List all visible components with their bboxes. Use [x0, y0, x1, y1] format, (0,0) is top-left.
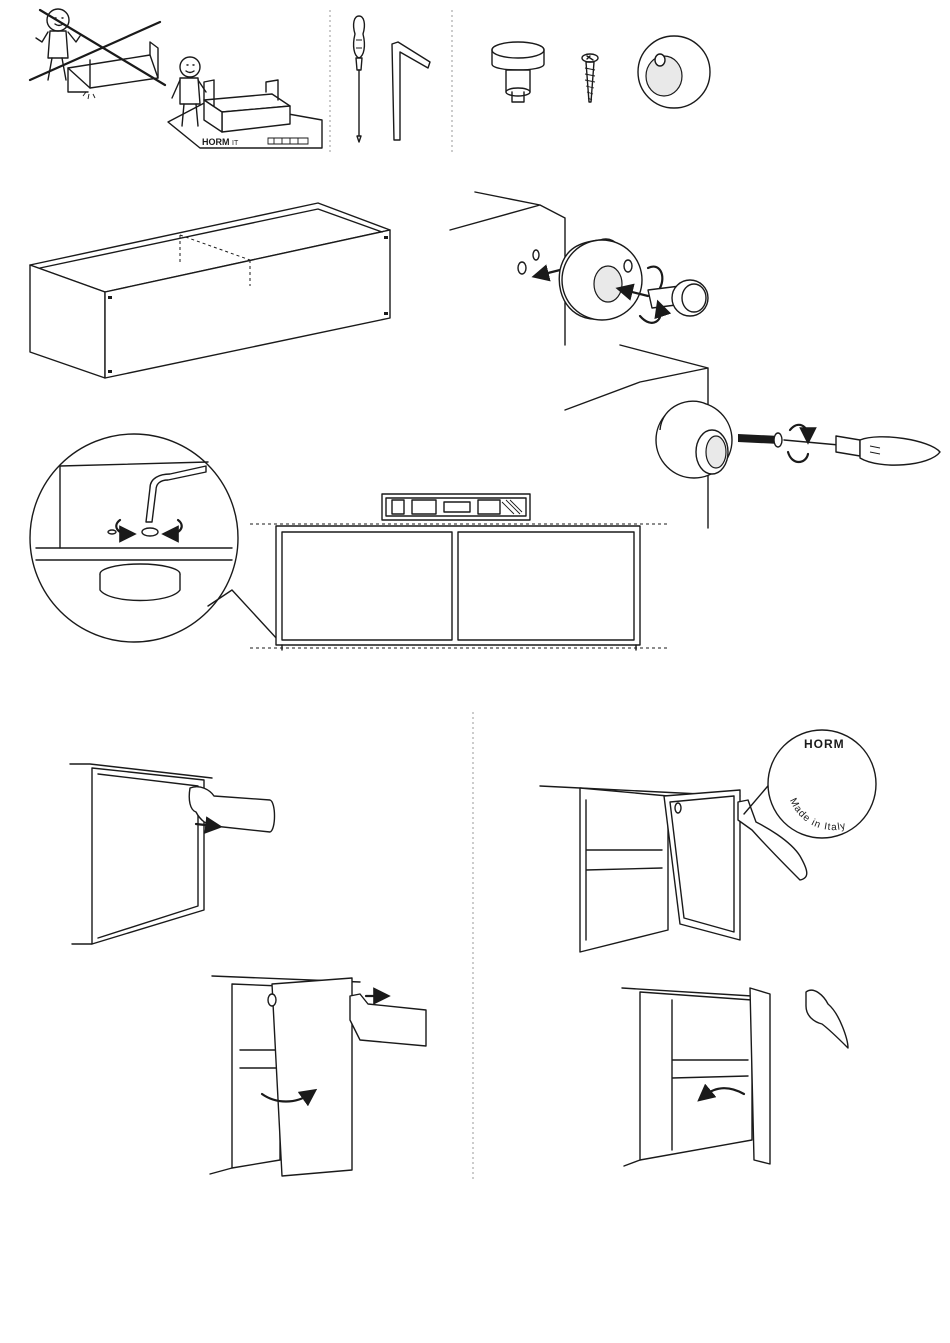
handling-wrong-icon [30, 9, 165, 99]
door-hole [518, 262, 526, 274]
leveled-cabinet-front [250, 494, 670, 650]
screw-icon [582, 54, 598, 102]
screw-fixing-detail [565, 345, 940, 528]
door-release-with-label: HORM Made in Italy [540, 730, 876, 952]
push-to-open-door [70, 764, 275, 944]
spirit-level-icon [382, 494, 530, 520]
handling-correct-icon: HORM IT [168, 57, 322, 148]
door-opening [210, 976, 426, 1176]
rotate-icon [648, 267, 662, 288]
seal-logo-text: HORM [804, 737, 845, 751]
horm-seal-label: HORM Made in Italy [768, 730, 876, 838]
cabinet-body [30, 203, 390, 378]
knob-icon [492, 42, 544, 102]
bushing-ring-icon [638, 36, 710, 108]
knob-insertion-detail [450, 192, 708, 345]
screwdriver-icon [354, 16, 365, 142]
leveling-zoom-detail [30, 434, 278, 642]
mat-logo-suffix: IT [232, 140, 239, 147]
allen-key-icon [392, 42, 430, 140]
door-closing [622, 988, 848, 1166]
mat-logo-text: HORM [202, 137, 230, 147]
